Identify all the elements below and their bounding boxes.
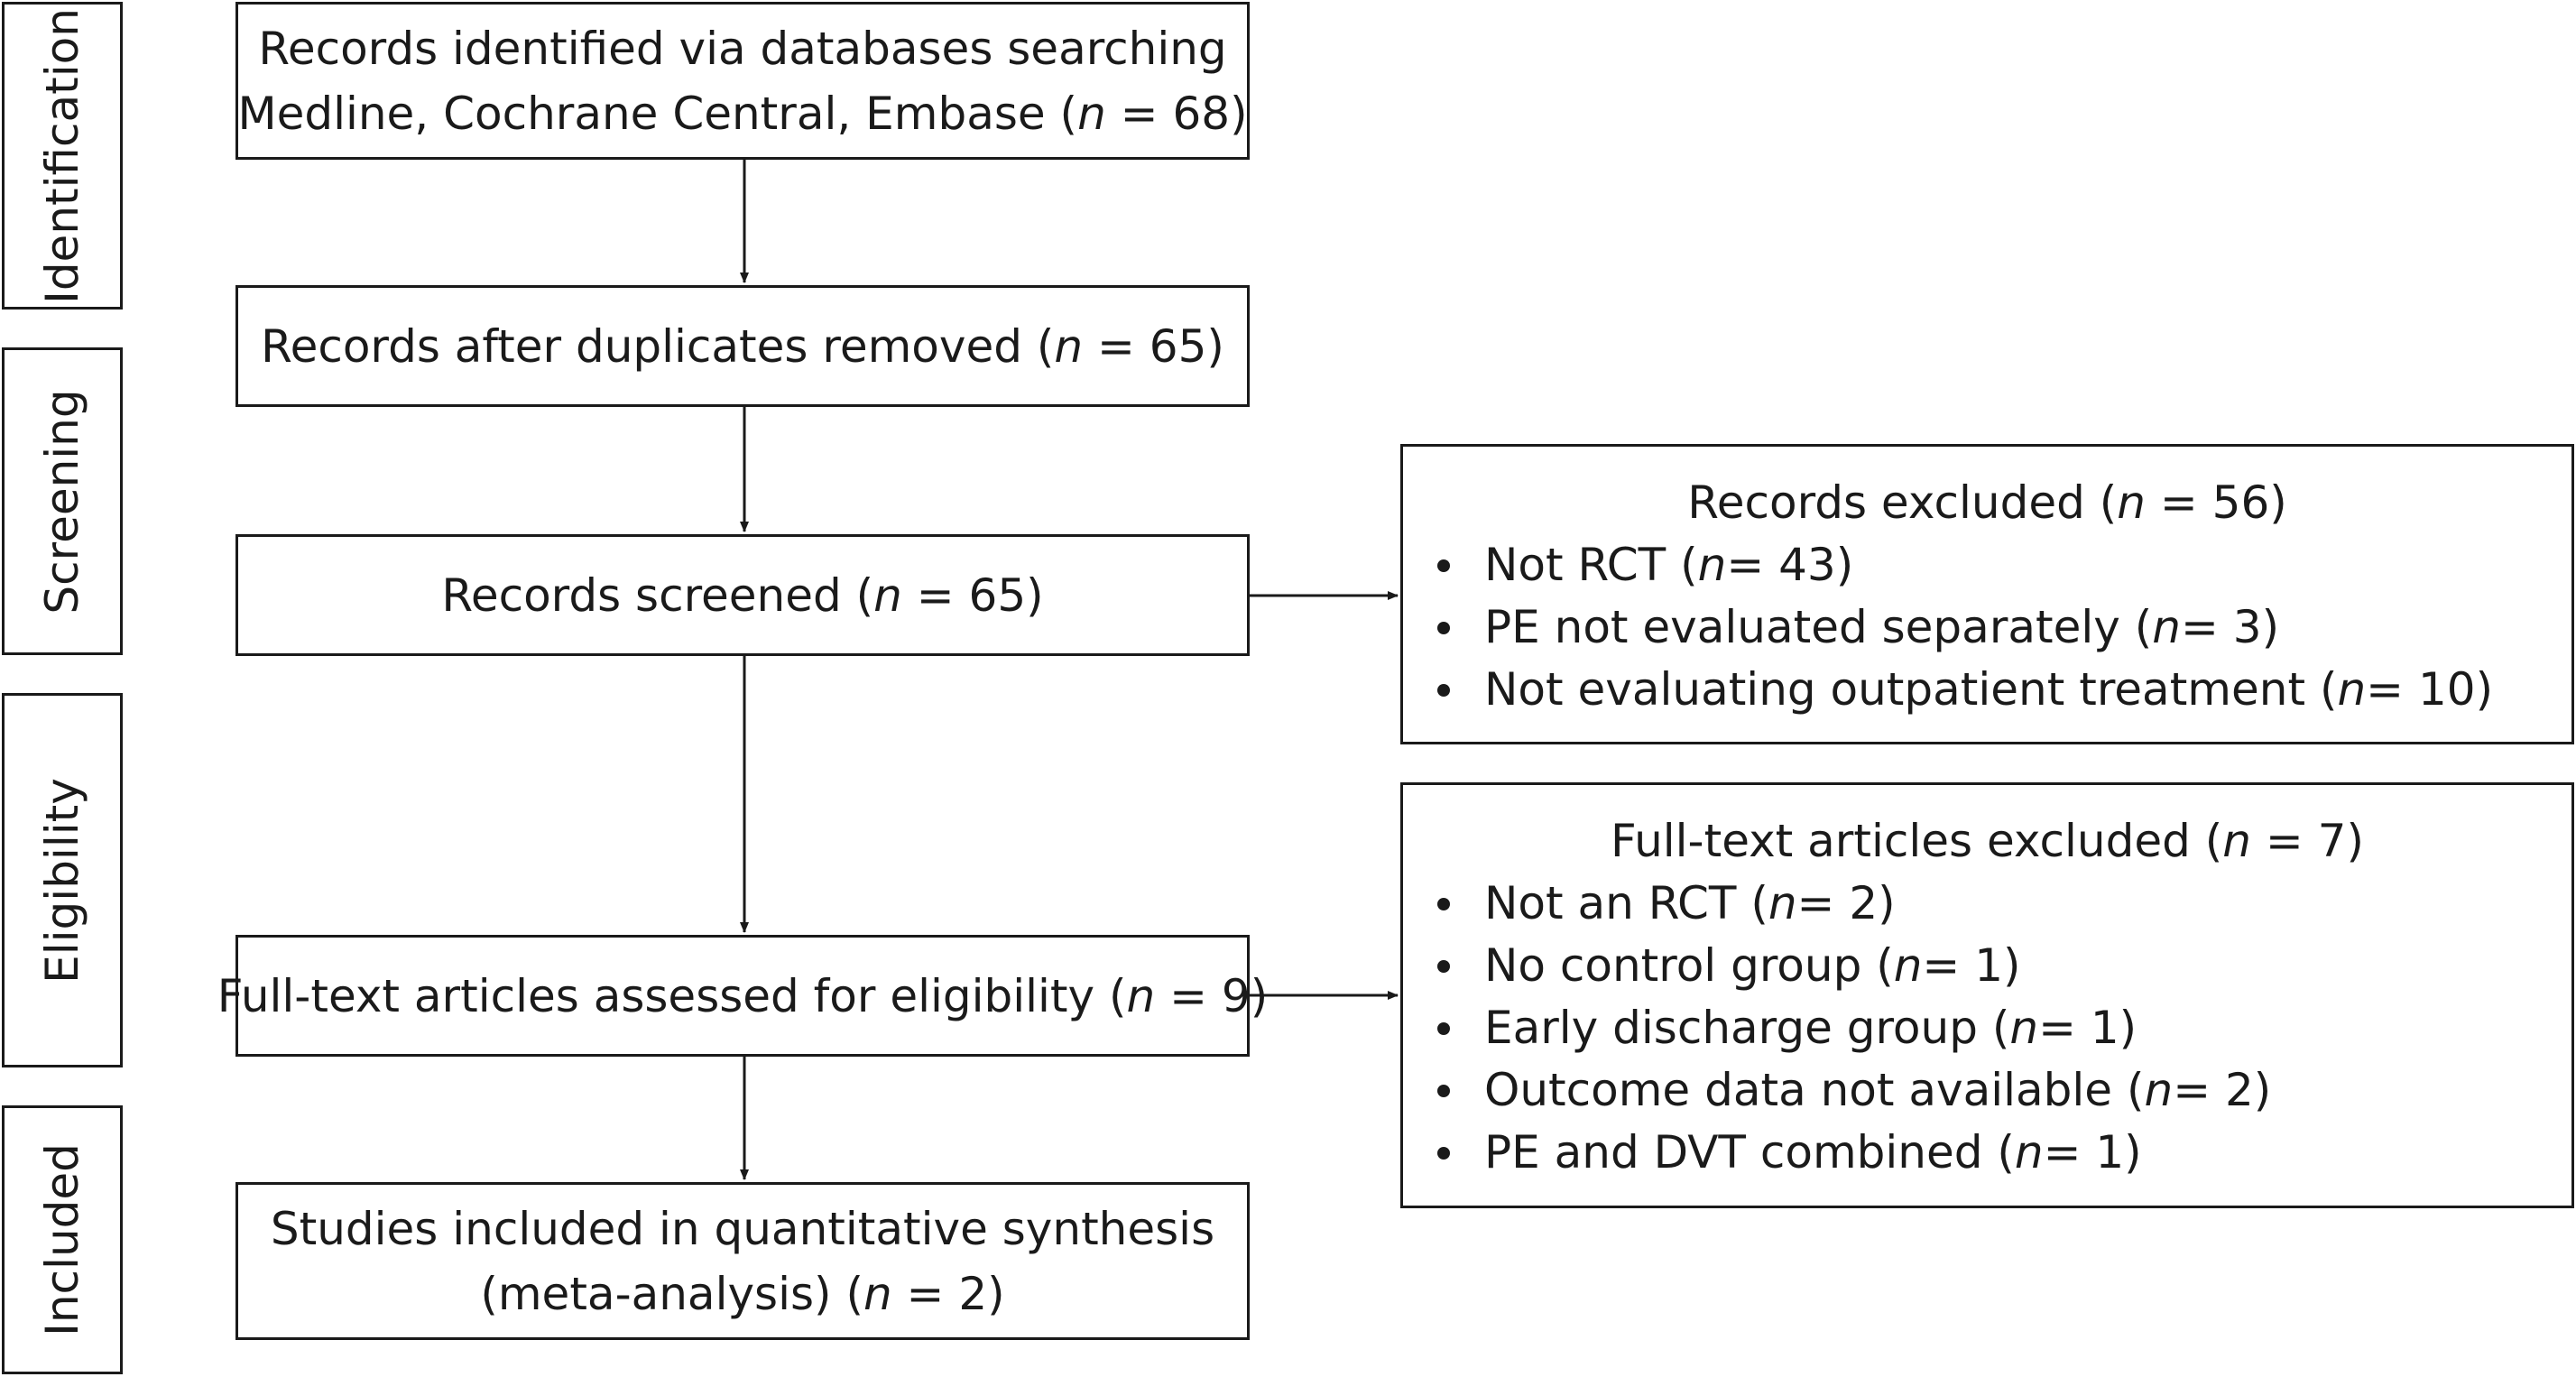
bullet-icon bbox=[1437, 959, 1450, 973]
box-records-screened: Records screened (n = 65) bbox=[235, 534, 1250, 656]
bullet-icon bbox=[1437, 897, 1450, 910]
bullet-icon bbox=[1437, 1146, 1450, 1160]
records-excluded-list: Not RCT (n = 43) PE not evaluated separa… bbox=[1403, 534, 2571, 721]
records-identified-line2: Medline, Cochrane Central, Embase (n = 6… bbox=[237, 87, 1248, 140]
stage-screening: Screening bbox=[2, 347, 123, 655]
records-identified-line1: Records identified via databases searchi… bbox=[258, 22, 1227, 75]
stage-identification: Identification bbox=[2, 2, 123, 310]
list-item: PE and DVT combined (n = 1) bbox=[1437, 1122, 2571, 1184]
list-item: PE not evaluated separately (n = 3) bbox=[1437, 596, 2571, 659]
bullet-icon bbox=[1437, 621, 1450, 634]
fulltext-excluded-list: Not an RCT (n = 2) No control group (n =… bbox=[1403, 873, 2571, 1184]
box-fulltext-excluded: Full-text articles excluded (n = 7) Not … bbox=[1400, 782, 2574, 1208]
duplicates-removed-text: Records after duplicates removed (n = 65… bbox=[261, 319, 1224, 373]
box-records-identified: Records identified via databases searchi… bbox=[235, 2, 1250, 160]
box-studies-included: Studies included in quantitative synthes… bbox=[235, 1182, 1250, 1340]
box-fulltext-assessed: Full-text articles assessed for eligibil… bbox=[217, 935, 1268, 1057]
list-item: No control group (n = 1) bbox=[1437, 935, 2571, 997]
studies-included-line2: (meta-analysis) (n = 2) bbox=[480, 1267, 1005, 1320]
list-item: Outcome data not available (n = 2) bbox=[1437, 1059, 2571, 1122]
bullet-icon bbox=[1437, 683, 1450, 697]
fulltext-excluded-title: Full-text articles excluded (n = 7) bbox=[1611, 815, 2364, 867]
bullet-icon bbox=[1437, 1021, 1450, 1035]
bullet-icon bbox=[1437, 1084, 1450, 1097]
list-item: Not evaluating outpatient treatment (n =… bbox=[1437, 659, 2571, 721]
records-screened-text: Records screened (n = 65) bbox=[441, 568, 1044, 622]
list-item: Not RCT (n = 43) bbox=[1437, 534, 2571, 596]
studies-included-line1: Studies included in quantitative synthes… bbox=[270, 1202, 1215, 1255]
list-item: Not an RCT (n = 2) bbox=[1437, 873, 2571, 935]
list-item: Early discharge group (n = 1) bbox=[1437, 997, 2571, 1059]
stage-eligibility: Eligibility bbox=[2, 693, 123, 1067]
box-records-excluded: Records excluded (n = 56) Not RCT (n = 4… bbox=[1400, 444, 2574, 744]
bullet-icon bbox=[1437, 559, 1450, 572]
box-duplicates-removed: Records after duplicates removed (n = 65… bbox=[235, 285, 1250, 407]
stage-included: Included bbox=[2, 1105, 123, 1374]
records-excluded-title: Records excluded (n = 56) bbox=[1687, 476, 2287, 529]
fulltext-assessed-text: Full-text articles assessed for eligibil… bbox=[217, 969, 1269, 1022]
